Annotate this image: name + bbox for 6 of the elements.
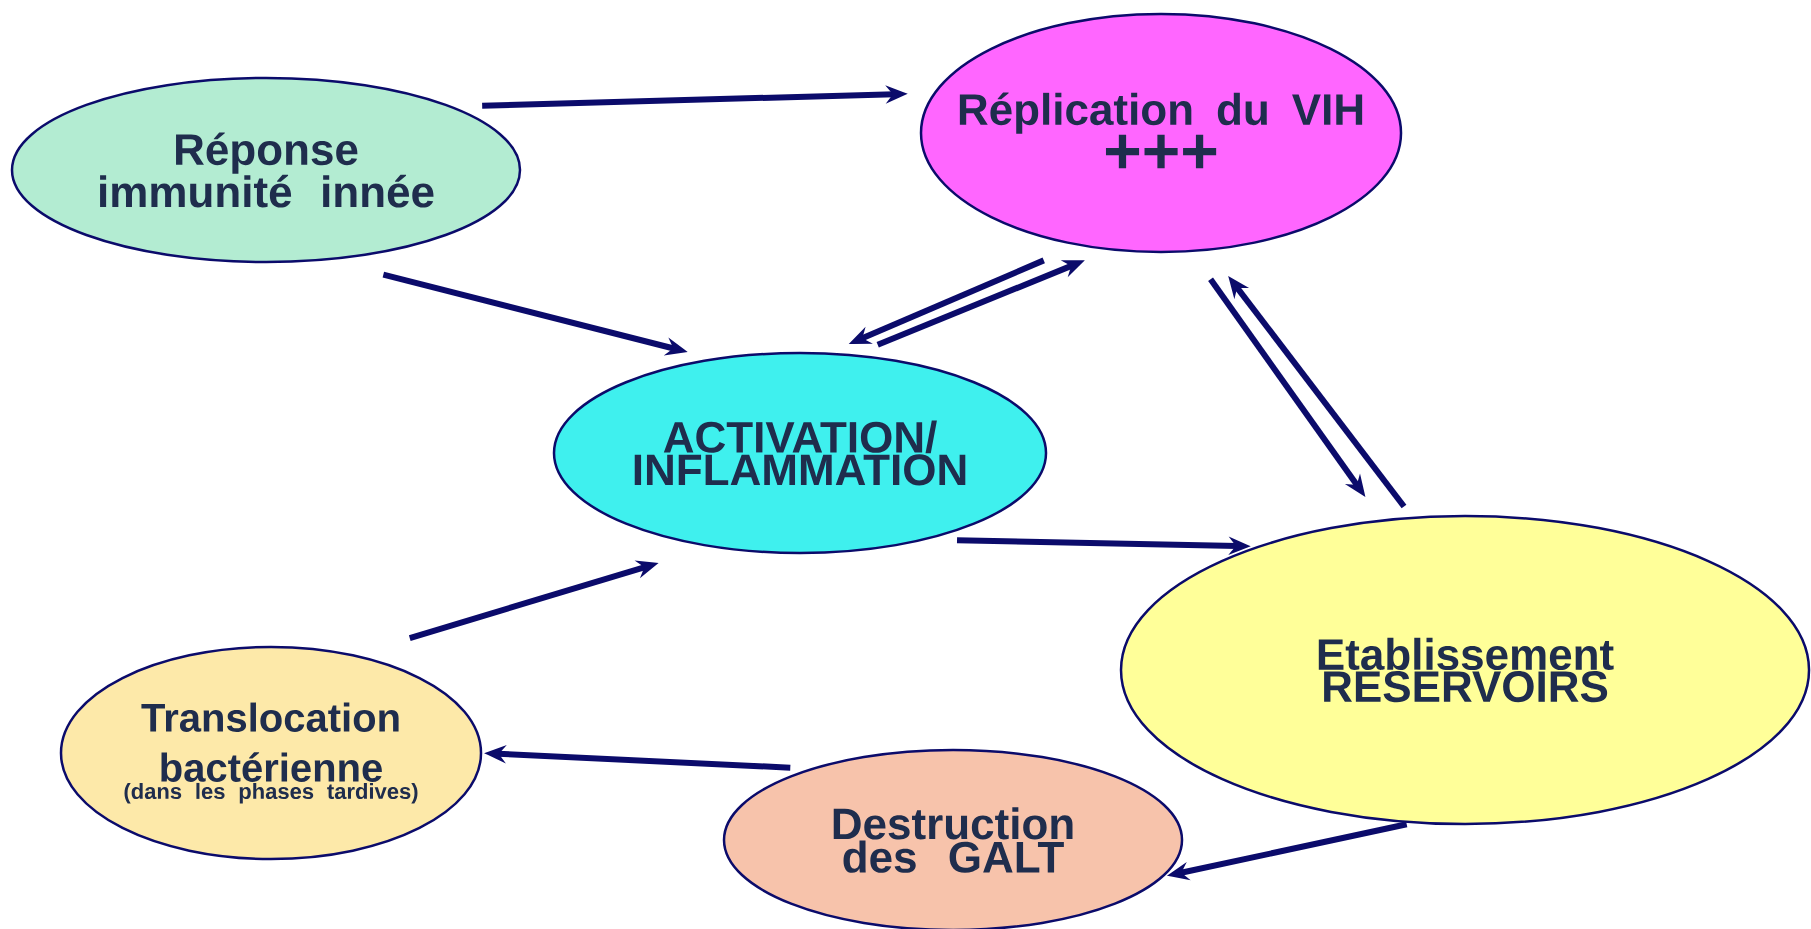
- ellipse-node: Translocation bactérienne (dans les phases tardives): [59, 645, 483, 861]
- ellipse-node: Réplication du VIH +++: [919, 12, 1403, 254]
- ellipse-node: Destruction des GALT: [722, 748, 1184, 929]
- ellipse-node: Etablissement RESERVOIRS: [1119, 514, 1811, 826]
- ellipse-node: Réponse immunité innée: [10, 76, 522, 264]
- ellipse-node: ACTIVATION/ INFLAMMATION: [552, 351, 1048, 555]
